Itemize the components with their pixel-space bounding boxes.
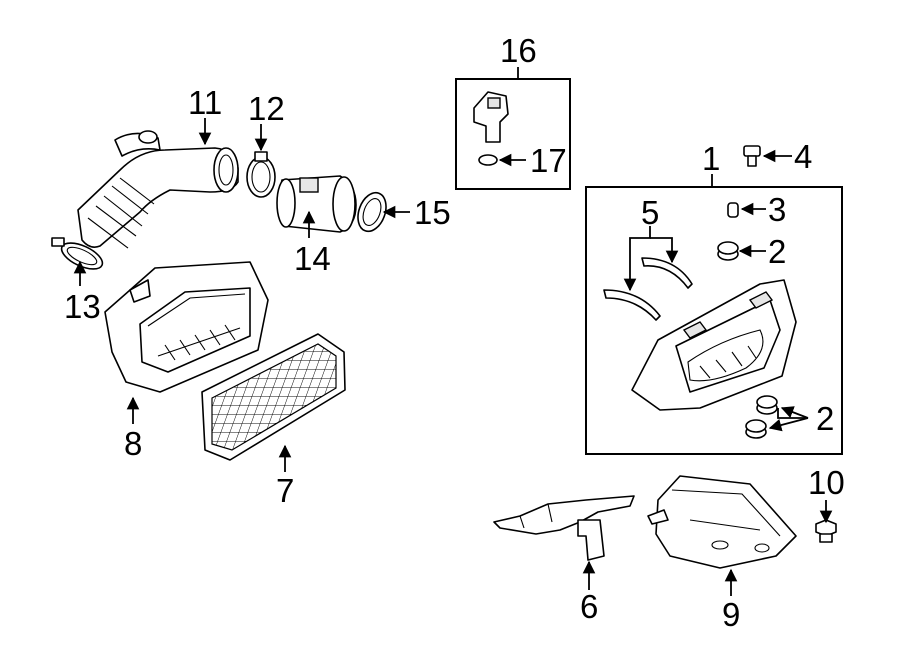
callout-5: 5 xyxy=(641,194,659,231)
callout-3: 3 xyxy=(768,191,786,228)
callout-10: 10 xyxy=(808,464,845,501)
callout-2-bottom: 2 xyxy=(816,400,834,437)
airflow-housing-part xyxy=(276,175,357,233)
nut-part xyxy=(815,519,837,543)
bolt-part xyxy=(743,145,761,167)
o-ring-part xyxy=(478,154,498,166)
pin-part xyxy=(727,202,739,218)
callout-6: 6 xyxy=(580,588,598,625)
mounting-bracket-part xyxy=(493,495,635,561)
air-cleaner-assembly-part xyxy=(631,279,797,411)
callout-8: 8 xyxy=(124,425,142,462)
callout-12: 12 xyxy=(248,90,285,127)
air-filter-part xyxy=(201,333,346,461)
air-duct-part xyxy=(647,475,797,569)
seal-strip-part xyxy=(603,257,693,321)
grommet-part-mid xyxy=(756,395,778,415)
callout-15: 15 xyxy=(414,194,451,231)
intake-hose-part xyxy=(77,130,239,249)
grommet-part-low xyxy=(745,419,767,439)
sensor-kit-box xyxy=(455,78,571,190)
hose-clamp-part xyxy=(246,151,276,198)
callout-16: 16 xyxy=(500,32,537,69)
callout-13: 13 xyxy=(64,288,101,325)
callout-4: 4 xyxy=(794,138,812,175)
leader-lines xyxy=(73,67,833,596)
callout-7: 7 xyxy=(276,472,294,509)
air-cleaner-housing-part xyxy=(104,261,269,393)
callout-2-top: 2 xyxy=(768,233,786,270)
airflow-sensor-part xyxy=(473,91,509,143)
callout-1: 1 xyxy=(702,140,720,177)
callout-17: 17 xyxy=(530,142,567,179)
callout-14: 14 xyxy=(294,240,331,277)
callout-9: 9 xyxy=(722,596,740,633)
air-cleaner-assembly-box xyxy=(585,186,843,455)
callout-11: 11 xyxy=(188,84,222,121)
grommet-part-top xyxy=(717,241,739,261)
